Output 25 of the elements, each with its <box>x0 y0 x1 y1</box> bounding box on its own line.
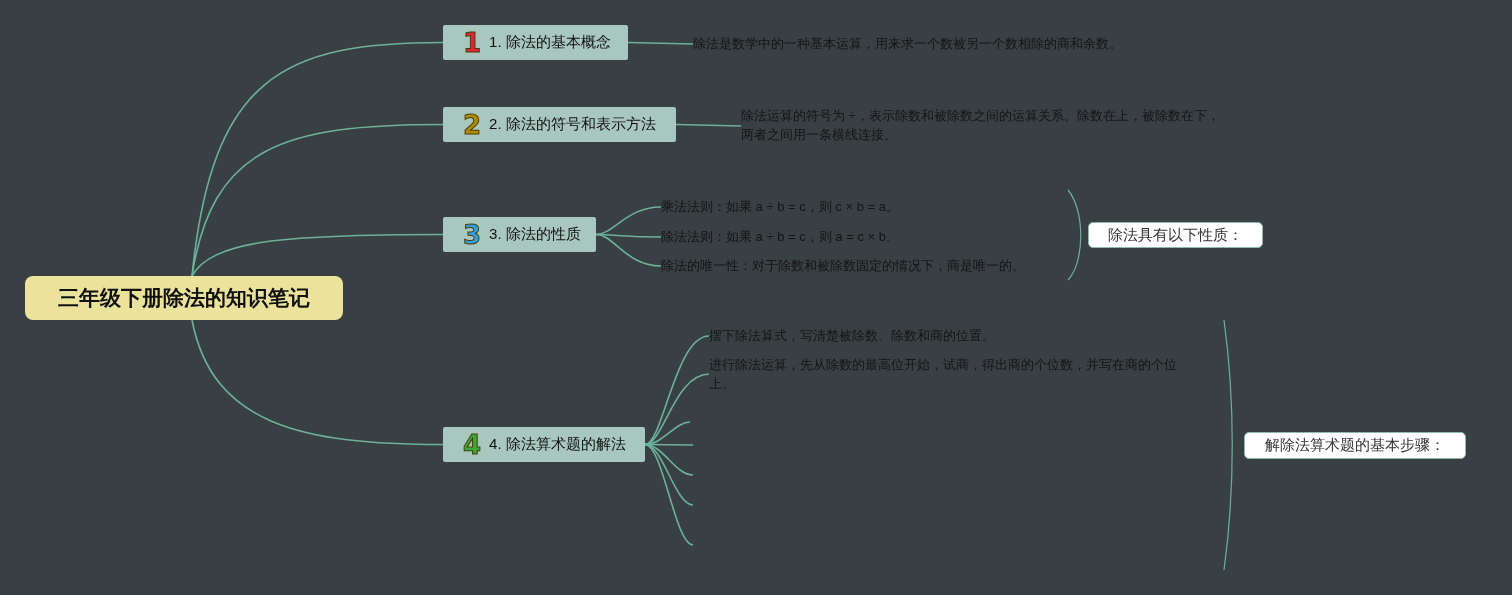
connector-line <box>191 319 444 446</box>
connector-line <box>595 206 662 236</box>
connector-line <box>191 41 444 277</box>
priority-number: 1 <box>463 29 482 56</box>
connector-line <box>675 123 742 127</box>
topic-label: 3. 除法的性质 <box>489 225 581 244</box>
connector-line <box>627 41 694 45</box>
connector-line <box>644 373 710 446</box>
topic-box <box>443 217 596 252</box>
central-topic: 三年级下册除法的知识笔记 <box>25 276 343 320</box>
topic-box <box>443 107 676 142</box>
topic-label: 4. 除法算术题的解法 <box>489 435 626 454</box>
topic-label: 2. 除法的符号和表示方法 <box>489 115 656 134</box>
topic-box <box>443 427 645 462</box>
priority-number: 2 <box>463 111 482 138</box>
summary-box: 除法具有以下性质： <box>1088 222 1263 248</box>
summary-box: 解除法算术题的基本步骤： <box>1244 432 1466 459</box>
topic-label: 1. 除法的基本概念 <box>489 33 611 52</box>
priority-number: 4 <box>463 431 482 458</box>
topic-box <box>443 25 628 60</box>
priority-number: 3 <box>463 221 482 248</box>
connector-line <box>595 233 662 267</box>
connector-line <box>191 123 444 277</box>
connector-line <box>191 233 444 277</box>
connector-line <box>644 443 694 546</box>
